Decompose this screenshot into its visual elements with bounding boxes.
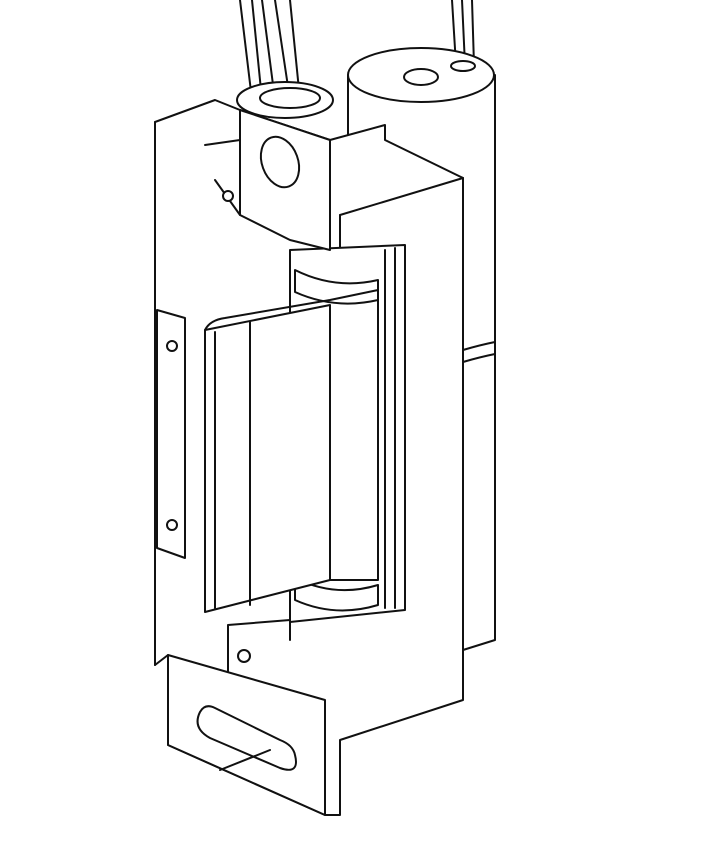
side-plate: [156, 309, 186, 559]
strike-keeper: [204, 289, 379, 613]
wire-grommet: [236, 81, 334, 119]
lower-mounting-tab: [167, 654, 326, 816]
upper-mounting-tab: [204, 109, 331, 251]
